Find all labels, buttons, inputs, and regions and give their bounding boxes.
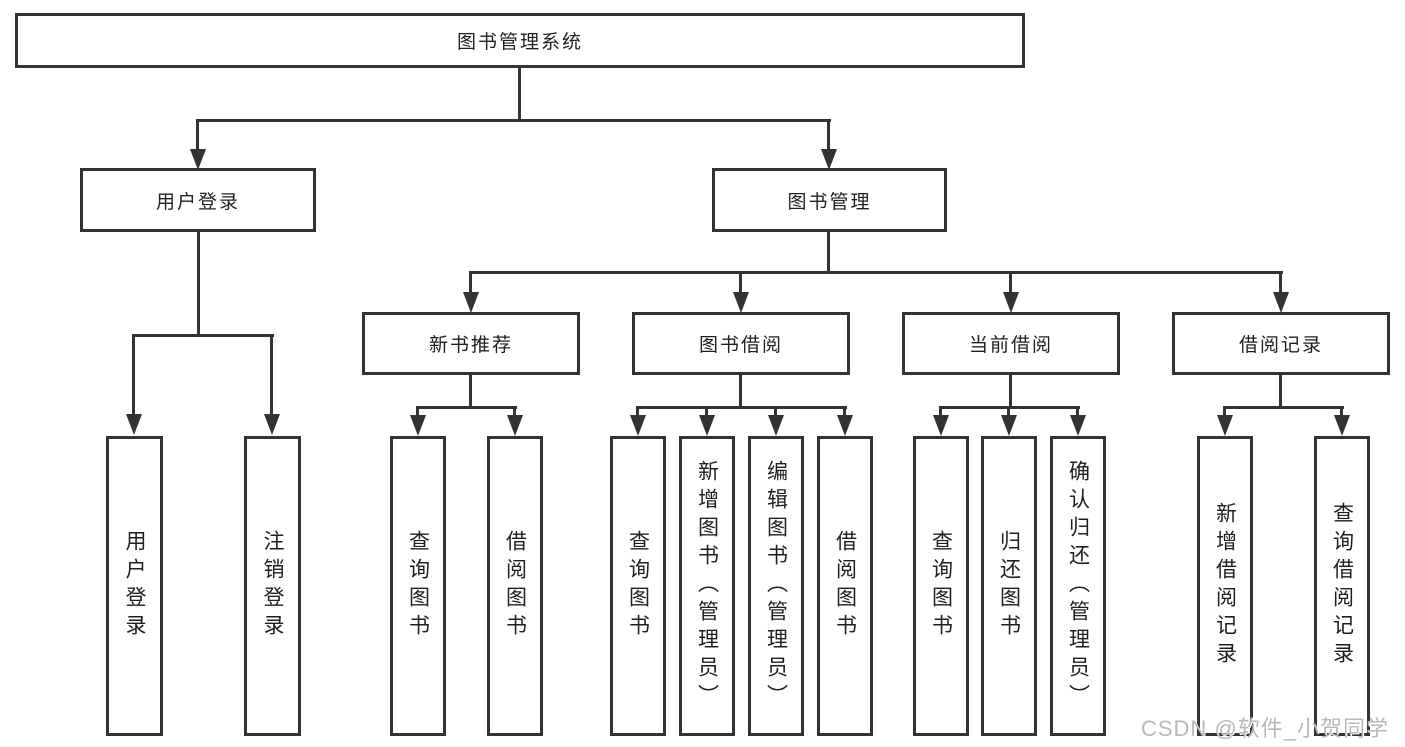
node-label: 用户登录 [123, 530, 146, 642]
node-label: 查询借阅记录 [1330, 502, 1354, 670]
connector-line [1340, 406, 1343, 418]
connector-line [843, 406, 846, 418]
node-label: 图书管理 [787, 191, 872, 213]
connector-line [1009, 374, 1012, 408]
node-borrow-books-recommend: 借阅图书 [487, 436, 543, 736]
connector-line [416, 406, 419, 418]
node-label: 新增图书（管理员） [695, 460, 719, 712]
node-logout: 注销登录 [244, 436, 301, 736]
arrow-down-icon [1003, 292, 1019, 313]
node-library-system-root: 图书管理系统 [15, 13, 1025, 68]
connector-line [270, 334, 273, 416]
node-query-books-recommend: 查询图书 [390, 436, 446, 736]
node-label: 确认归还（管理员） [1066, 460, 1090, 712]
connector-line [1007, 406, 1010, 418]
arrow-down-icon [630, 415, 646, 436]
node-edit-book-admin: 编辑图书（管理员） [748, 436, 804, 736]
node-return-books: 归还图书 [981, 436, 1037, 736]
node-label: 用户登录 [155, 191, 240, 213]
arrow-down-icon [837, 415, 853, 436]
node-user-login-branch: 用户登录 [80, 168, 316, 232]
node-label: 图书借阅 [698, 335, 783, 356]
node-new-book-recommendation: 新书推荐 [362, 312, 580, 375]
connector-line [196, 119, 199, 153]
node-label: 查询图书 [626, 530, 650, 642]
connector-line [1076, 406, 1079, 418]
connector-line [636, 406, 847, 409]
connector-line [636, 406, 639, 418]
connector-line [469, 271, 472, 294]
connector-line [1009, 271, 1012, 294]
arrow-down-icon [733, 292, 749, 313]
node-label: 查询图书 [406, 530, 430, 642]
node-add-book-admin: 新增图书（管理员） [679, 436, 735, 736]
arrow-down-icon [463, 292, 479, 313]
connector-line [739, 271, 742, 294]
connector-line [513, 406, 516, 418]
arrow-down-icon [933, 415, 949, 436]
arrow-down-icon [1070, 415, 1086, 436]
node-borrow-books: 借阅图书 [817, 436, 873, 736]
node-query-books-current: 查询图书 [913, 436, 969, 736]
arrow-down-icon [1273, 292, 1289, 313]
arrow-down-icon [1217, 415, 1233, 436]
node-current-borrowing: 当前借阅 [902, 312, 1120, 375]
connector-line [939, 406, 942, 418]
connector-line [739, 374, 742, 408]
connector-line [416, 406, 517, 409]
connector-line [827, 232, 830, 273]
arrow-down-icon [699, 415, 715, 436]
node-confirm-return-admin: 确认归还（管理员） [1050, 436, 1106, 736]
node-add-borrow-record: 新增借阅记录 [1197, 436, 1253, 736]
arrow-down-icon [126, 414, 142, 435]
node-label: 编辑图书（管理员） [764, 460, 788, 712]
node-label: 借阅图书 [833, 530, 857, 642]
connector-line [469, 271, 1283, 274]
node-label: 归还图书 [997, 530, 1021, 642]
node-label: 借阅记录 [1238, 335, 1323, 356]
arrow-down-icon [190, 149, 206, 170]
connector-line [1223, 406, 1226, 418]
node-borrowing-records: 借阅记录 [1172, 312, 1390, 375]
node-label: 新书推荐 [428, 335, 513, 356]
node-query-books-borrow: 查询图书 [610, 436, 666, 736]
node-label: 图书管理系统 [456, 32, 583, 53]
connector-line [827, 119, 830, 153]
connector-line [1279, 271, 1282, 294]
connector-line [132, 334, 135, 416]
connector-line [1223, 406, 1344, 409]
connector-line [774, 406, 777, 418]
arrow-down-icon [264, 414, 280, 435]
node-book-management-branch: 图书管理 [712, 168, 947, 232]
arrow-down-icon [1001, 415, 1017, 436]
connector-line [705, 406, 708, 418]
arrow-down-icon [507, 415, 523, 436]
arrow-down-icon [1334, 415, 1350, 436]
node-query-borrow-record: 查询借阅记录 [1314, 436, 1370, 736]
connector-line [197, 232, 200, 336]
node-label: 借阅图书 [503, 530, 527, 642]
node-book-borrowing: 图书借阅 [632, 312, 850, 375]
connector-line [1279, 374, 1282, 408]
node-label: 注销登录 [261, 530, 284, 642]
arrow-down-icon [821, 149, 837, 170]
node-label: 当前借阅 [968, 335, 1053, 356]
connector-line [469, 374, 472, 408]
node-label: 查询图书 [929, 530, 953, 642]
connector-line [196, 119, 831, 122]
node-label: 新增借阅记录 [1213, 502, 1237, 670]
node-user-login: 用户登录 [106, 436, 163, 736]
arrow-down-icon [410, 415, 426, 436]
connector-line [518, 68, 521, 120]
connector-line [132, 334, 274, 337]
arrow-down-icon [768, 415, 784, 436]
